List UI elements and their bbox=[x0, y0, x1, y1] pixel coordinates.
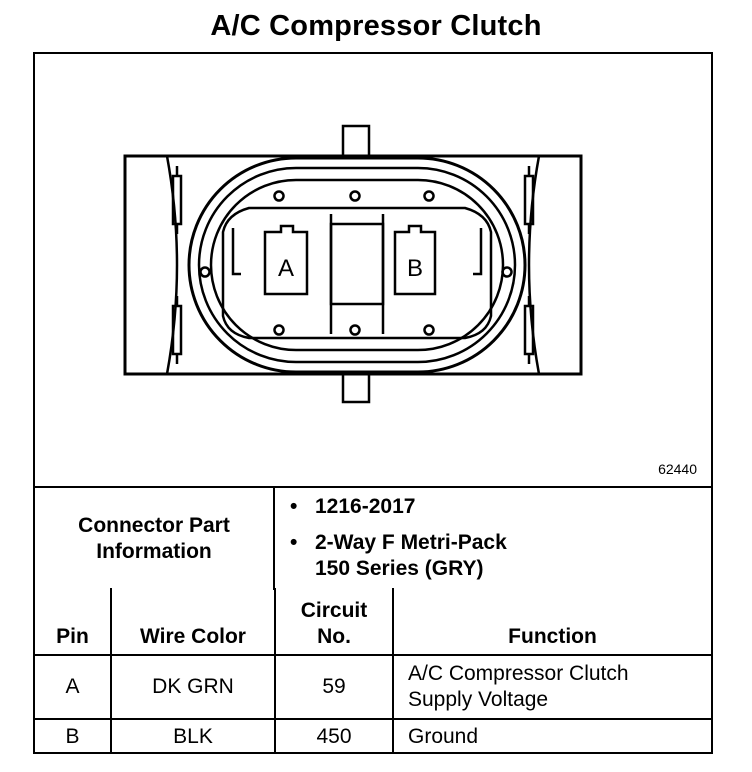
connector-figure-frame: A B 62440 Connector Part Information • 1… bbox=[33, 52, 713, 754]
figure-number: 62440 bbox=[658, 461, 697, 477]
terminal-b-outline bbox=[393, 224, 437, 296]
cell-function-line1: A/C Compressor Clutch bbox=[408, 662, 629, 685]
latch-hole bbox=[199, 266, 211, 278]
terminal-a-outline bbox=[263, 224, 309, 296]
middle-seal-oval bbox=[197, 166, 517, 364]
latch-hole bbox=[349, 324, 361, 336]
cell-circuit: 450 bbox=[274, 718, 394, 754]
part-info-label-line2: Information bbox=[96, 540, 212, 563]
connector-drawing: A B 62440 bbox=[35, 54, 711, 486]
cell-pin: A bbox=[35, 654, 112, 720]
top-latch-tab bbox=[341, 124, 371, 160]
cell-pin: B bbox=[35, 718, 112, 754]
cell-wire-color: BLK bbox=[110, 718, 276, 754]
terminal-cavity bbox=[221, 206, 493, 340]
table-header-row: Pin Wire Color Circuit No. Function bbox=[35, 588, 711, 656]
pin-b-label: B bbox=[407, 255, 423, 282]
part-info-values: • 1216-2017 • 2-Way F Metri-Pack 150 Ser… bbox=[275, 488, 711, 590]
part-info-label: Connector Part Information bbox=[35, 488, 275, 590]
part-number-item: • 1216-2017 bbox=[290, 494, 416, 520]
left-slot-lower bbox=[171, 304, 183, 356]
cell-circuit: 59 bbox=[274, 654, 394, 720]
latch-hole bbox=[423, 190, 435, 202]
outer-seal-oval bbox=[187, 156, 527, 374]
latch-hole bbox=[273, 324, 285, 336]
connector-type-item: • 2-Way F Metri-Pack 150 Series (GRY) bbox=[290, 530, 507, 582]
header-function: Function bbox=[392, 588, 711, 656]
header-circuit: Circuit No. bbox=[274, 588, 394, 656]
left-slot-upper bbox=[171, 174, 183, 226]
latch-hole bbox=[423, 324, 435, 336]
connector-body-outline bbox=[123, 154, 583, 376]
page-title: A/C Compressor Clutch bbox=[210, 10, 542, 42]
part-number: 1216-2017 bbox=[315, 495, 416, 518]
latch-hole bbox=[273, 190, 285, 202]
bottom-latch-tab bbox=[341, 370, 371, 404]
left-side-curve bbox=[165, 155, 179, 375]
header-circuit-line1: Circuit bbox=[300, 599, 368, 622]
cell-function: A/C Compressor Clutch Supply Voltage bbox=[392, 654, 711, 720]
latch-hole bbox=[501, 266, 513, 278]
pinout-table: Pin Wire Color Circuit No. Function A DK… bbox=[35, 588, 711, 754]
bullet-icon: • bbox=[290, 531, 298, 554]
latch-hole bbox=[349, 190, 361, 202]
connector-type-line2: 150 Series (GRY) bbox=[315, 557, 484, 580]
right-side-curve bbox=[527, 155, 541, 375]
part-info-label-line1: Connector Part bbox=[78, 514, 230, 537]
center-divider bbox=[329, 222, 385, 306]
bullet-icon: • bbox=[290, 495, 298, 518]
cell-function-line2: Supply Voltage bbox=[408, 688, 549, 711]
table-row: A DK GRN 59 A/C Compressor Clutch Supply… bbox=[35, 654, 711, 720]
header-pin: Pin bbox=[35, 588, 112, 656]
pin-a-label: A bbox=[278, 255, 294, 282]
inner-seal-oval bbox=[209, 178, 505, 352]
right-slot-upper bbox=[523, 174, 535, 226]
connector-face-svg: A B bbox=[123, 124, 583, 404]
table-row: B BLK 450 Ground bbox=[35, 718, 711, 754]
cell-wire-color: DK GRN bbox=[110, 654, 276, 720]
header-circuit-line2: No. bbox=[317, 625, 351, 648]
connector-part-info-row: Connector Part Information • 1216-2017 •… bbox=[35, 486, 711, 590]
cell-function: Ground bbox=[392, 718, 711, 754]
connector-type-line1: 2-Way F Metri-Pack bbox=[315, 531, 507, 554]
header-wire-color: Wire Color bbox=[110, 588, 276, 656]
right-slot-lower bbox=[523, 304, 535, 356]
